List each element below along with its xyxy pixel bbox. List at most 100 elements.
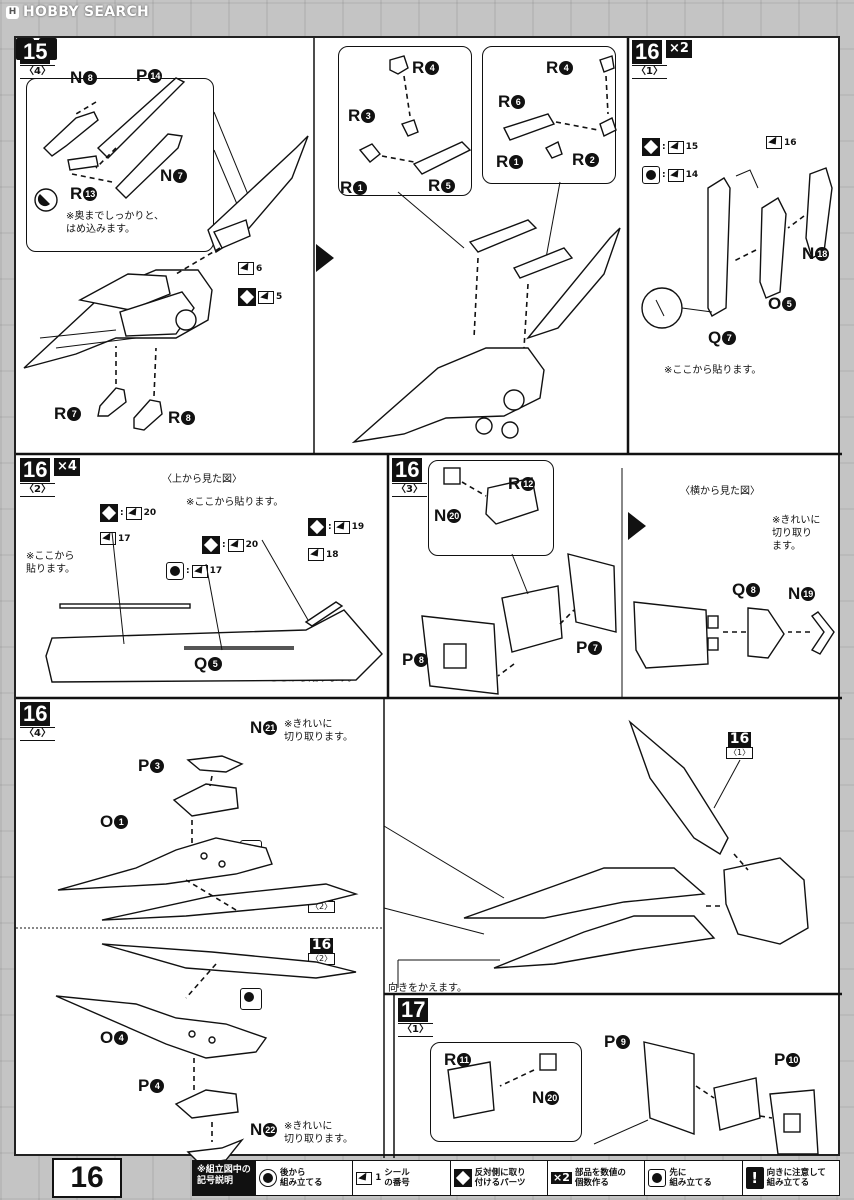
step-16-4-lower-drawing: [55, 943, 357, 1165]
page-number: 16: [52, 1158, 122, 1198]
step-15-assembly-drawing: [351, 55, 621, 444]
sticker-number: 20: [143, 508, 157, 518]
opposite-side-icon: [202, 536, 220, 554]
part-letter: P: [402, 650, 414, 669]
detail-callout-left: [338, 46, 472, 196]
sticker-18: 18: [308, 548, 339, 561]
assembled-wing-drawing: [383, 719, 809, 988]
side-view-drawing: [633, 601, 835, 669]
substep-label: 〈1〉: [632, 65, 667, 79]
part-number: 6: [511, 95, 526, 109]
sticker-number: 17: [209, 566, 223, 576]
part-letter: R: [444, 1050, 457, 1069]
sticker-number: 5: [276, 292, 283, 302]
part-number: 3: [150, 759, 165, 773]
part-number: 18: [815, 247, 830, 261]
multiply-badge: ×2: [666, 40, 692, 58]
opposite-side-icon: [453, 1169, 472, 1187]
substep-label: 〈3〉: [392, 483, 427, 497]
legend-item-build-later: 後から 組み立てる: [255, 1161, 352, 1195]
part-letter: P: [138, 756, 150, 775]
watermark-badge-icon: H: [6, 5, 19, 19]
step-15-header: 15 〈4〉: [20, 40, 55, 79]
sticker-number: 19: [351, 522, 365, 532]
sticker-number: 17: [118, 533, 131, 544]
part-letter: N: [250, 1120, 263, 1139]
part-letter: P: [138, 1076, 150, 1095]
part-letter: N: [532, 1088, 545, 1107]
part-number: 20: [545, 1091, 560, 1105]
note-apply-here-left: ※ここから 貼ります。: [26, 551, 75, 575]
part-number: 8: [181, 411, 196, 425]
legend-item-build-first: 先に 組み立てる: [644, 1161, 741, 1195]
sticker-icon: [766, 136, 782, 149]
part-letter: Q: [732, 580, 746, 599]
note-cut-cleanly: ※きれいに 切り取り ます。: [772, 515, 821, 552]
note-change-direction: 向きをかえます。: [388, 983, 467, 994]
opposite-side-icon: [238, 288, 256, 306]
legend-item-orientation: !向きに注意して 組み立てる: [741, 1161, 839, 1195]
legend-text: 反対側に取り 付けるパーツ: [474, 1168, 526, 1188]
multiply-badge: ×4: [54, 458, 80, 476]
legend-text: 部品を数値の 個数作る: [574, 1168, 626, 1188]
sticker-icon: [356, 1171, 373, 1185]
sticker-icon: [258, 290, 274, 304]
part-letter: N: [250, 718, 263, 737]
note-cut-cleanly-N22: ※きれいに 切り取ります。: [284, 1121, 353, 1145]
part-letter: Q: [708, 328, 722, 347]
note-apply-here-top: ※ここから貼ります。: [186, 497, 284, 508]
note-apply-here: ※ここから貼ります。: [664, 365, 762, 376]
build-first-icon: [240, 988, 262, 1010]
part-number: 1: [509, 155, 524, 169]
step-16-2-drawing: [45, 531, 383, 683]
part-letter: N: [802, 244, 815, 263]
part-number: 7: [173, 169, 188, 183]
substep-label: 〈1〉: [398, 1023, 433, 1037]
step-number: 16: [20, 458, 51, 482]
sticker-17-first: :17: [166, 562, 222, 580]
sticker-15-opposite: :15: [642, 138, 698, 156]
part-letter: Q: [194, 654, 208, 673]
opposite-side-icon: [308, 518, 326, 536]
part-number: 7: [588, 641, 603, 655]
build-first-icon: [642, 166, 660, 184]
part-letter: R: [412, 58, 425, 77]
next-arrow-icon: [628, 512, 646, 540]
step-16-2-header: 16 〈2〉 ×4: [20, 458, 80, 497]
part-number: 4: [114, 1031, 129, 1045]
sticker-number: 1: [375, 1173, 382, 1183]
step-16-3-drawing: [421, 467, 617, 695]
sticker-icon: [667, 168, 684, 182]
part-letter: R: [508, 474, 521, 493]
part-letter: P: [576, 638, 588, 657]
part-letter: R: [54, 404, 67, 423]
legend-title: ※組立図中の記号説明: [193, 1161, 255, 1195]
part-number: 4: [425, 61, 440, 75]
legend-text: シール の番号: [384, 1168, 410, 1188]
sticker-16: 16: [766, 136, 797, 149]
sticker-icon: [125, 506, 142, 520]
part-letter: P: [774, 1050, 786, 1069]
panel-dividers: [16, 38, 842, 1158]
step-16-3-header: 16 〈3〉: [392, 458, 427, 497]
part-letter: R: [168, 408, 181, 427]
step-17-drawing: [447, 1041, 819, 1155]
part-number: 4: [559, 61, 574, 75]
part-number: 5: [441, 179, 456, 193]
part-letter: R: [70, 184, 83, 203]
part-number: 8: [414, 653, 429, 667]
top-view-caption: 〈上から見た図〉: [162, 474, 242, 485]
